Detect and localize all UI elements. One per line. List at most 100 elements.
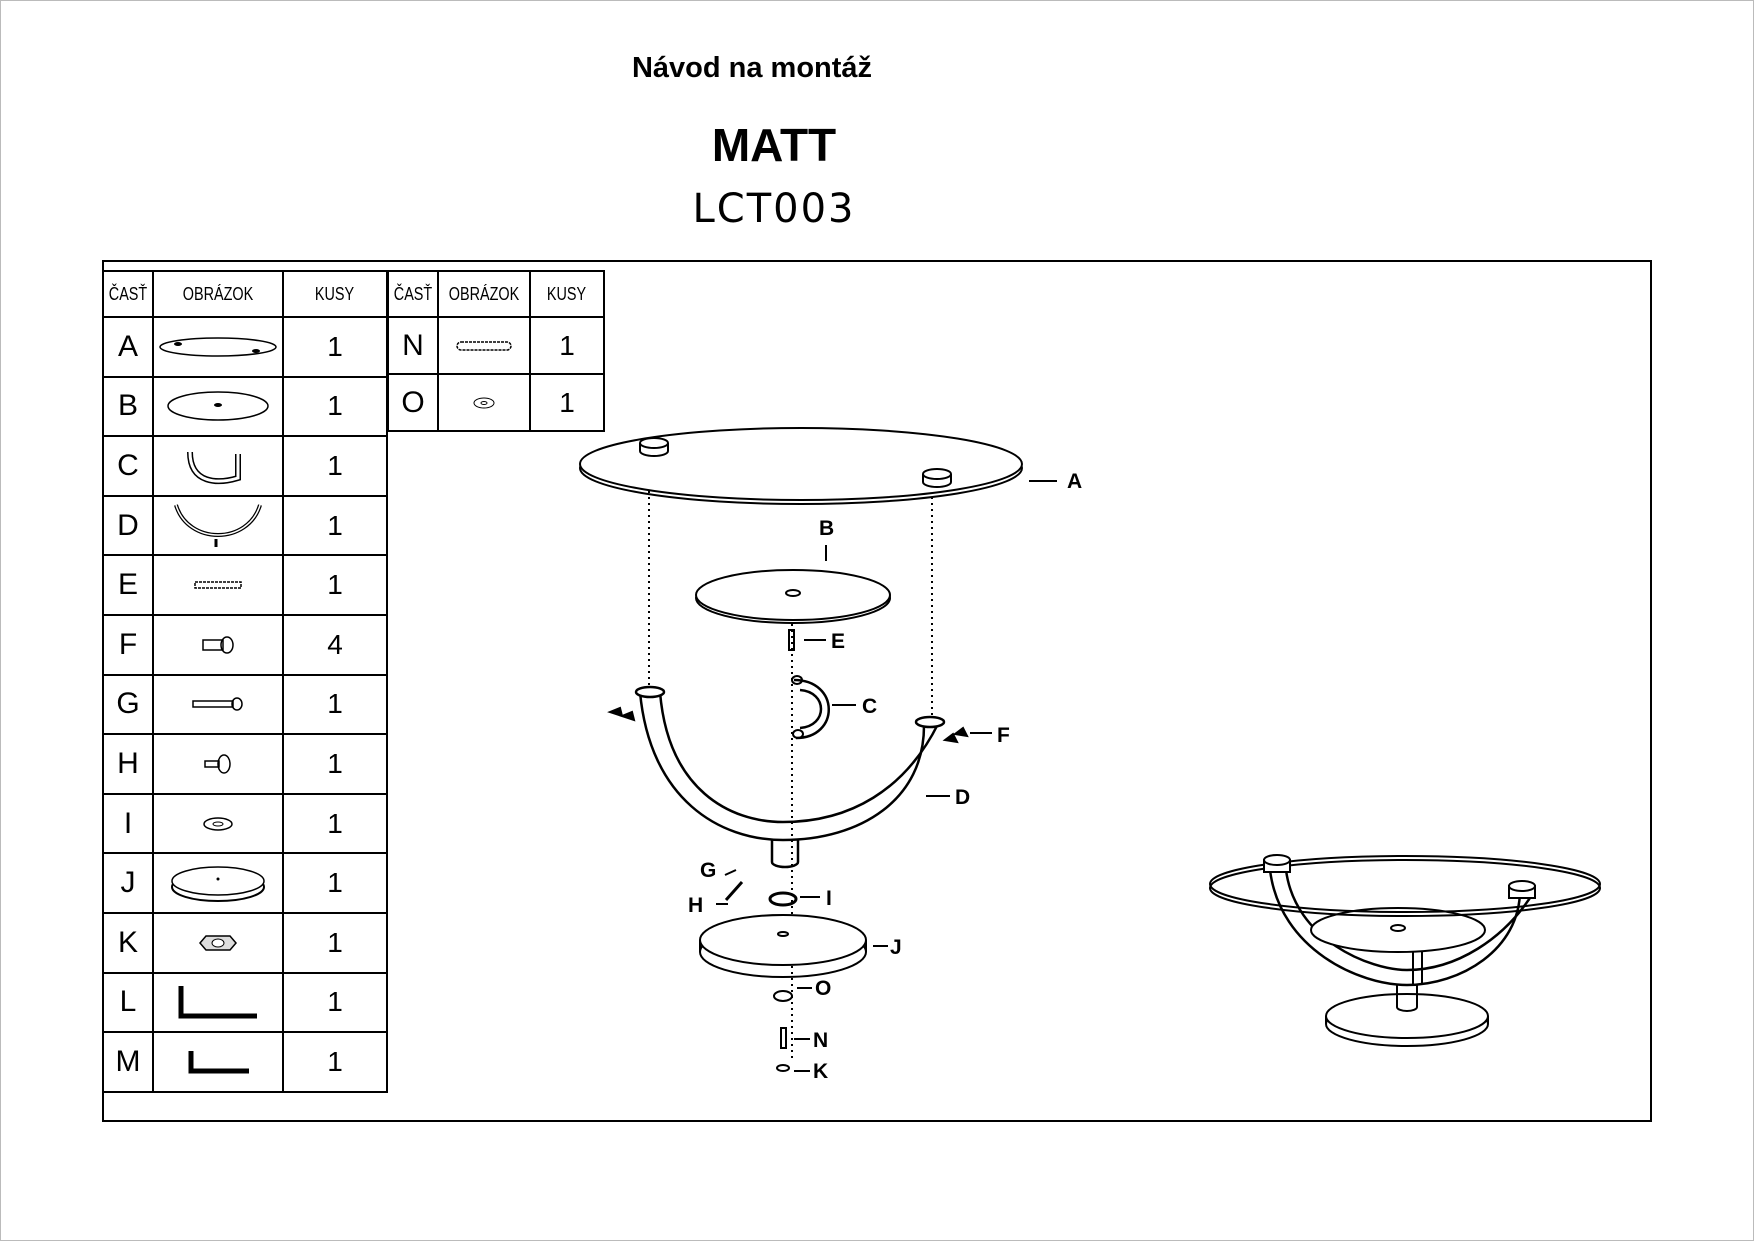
table-row: E 1 (101, 554, 388, 616)
table-row: F 4 (101, 613, 388, 676)
part-quantity: 1 (282, 971, 388, 1034)
allen-key-large-icon (152, 971, 285, 1034)
part-quantity: 1 (282, 673, 388, 736)
table-row: M 1 (101, 1031, 388, 1093)
part-quantity: 1 (529, 316, 605, 375)
table-row: J 1 (101, 852, 388, 914)
label-e: E (831, 630, 845, 653)
table-row: K 1 (101, 911, 388, 974)
header-part: ČASŤ (101, 270, 155, 318)
header-image: OBRÁZOK (152, 270, 285, 318)
threaded-rod-icon (437, 316, 532, 375)
short-bolt-icon (152, 733, 285, 795)
glass-shelf-icon (152, 375, 285, 438)
part-letter: G (101, 673, 155, 736)
label-f: F (997, 724, 1010, 747)
part-letter: B (101, 375, 155, 438)
part-letter: L (101, 971, 155, 1034)
base-disc-icon (152, 852, 285, 914)
table-row: I 1 (101, 792, 388, 855)
part-quantity: 1 (282, 435, 388, 497)
screw-icon (152, 613, 285, 676)
u-frame-d (634, 685, 946, 869)
part-quantity: 1 (282, 316, 388, 378)
table-row: A 1 (101, 316, 388, 378)
label-b: B (819, 517, 834, 540)
label-c: C (862, 695, 877, 718)
part-letter: N (386, 316, 440, 375)
part-quantity: 1 (282, 733, 388, 795)
part-letter: F (101, 613, 155, 676)
part-quantity: 1 (282, 852, 388, 914)
part-quantity: 1 (282, 554, 388, 616)
bolt-g (724, 881, 744, 901)
table-header-row: ČASŤ OBRÁZOK KUSY (101, 270, 388, 318)
part-letter: D (101, 494, 155, 557)
base-disc-j (699, 914, 867, 978)
table-row: D 1 (101, 494, 388, 557)
threaded-pin-icon (152, 554, 285, 616)
part-quantity: 1 (529, 373, 605, 432)
bracket-c (793, 678, 830, 740)
washer-icon (152, 792, 285, 855)
label-g: G (700, 859, 716, 882)
part-letter: H (101, 733, 155, 795)
header-image: OBRÁZOK (437, 270, 532, 318)
header-qty: KUSY (282, 270, 388, 318)
table-row: G 1 (101, 673, 388, 736)
part-letter: C (101, 435, 155, 497)
pin-e (788, 629, 795, 651)
table-row: L 1 (101, 971, 388, 1034)
part-labels: A B C D E F G H I J O N K (688, 470, 1082, 1083)
label-d: D (955, 786, 970, 809)
screws-f (607, 706, 969, 744)
washer-o (773, 990, 793, 1002)
part-letter: J (101, 852, 155, 914)
label-i: I (826, 887, 832, 910)
header-qty: KUSY (529, 270, 605, 318)
header-part: ČASŤ (386, 270, 440, 318)
label-h: H (688, 894, 703, 917)
part-quantity: 1 (282, 494, 388, 557)
small-washer-icon (437, 373, 532, 432)
shelf-b (695, 569, 891, 624)
part-letter: A (101, 316, 155, 378)
table-header-row: ČASŤ OBRÁZOK KUSY (386, 270, 605, 318)
label-o: O (815, 977, 831, 1000)
part-quantity: 4 (282, 613, 388, 676)
table-row: C 1 (101, 435, 388, 497)
c-bracket-icon (152, 435, 285, 497)
part-letter: O (386, 373, 440, 432)
part-letter: M (101, 1031, 155, 1093)
product-code: LCT003 (692, 186, 856, 232)
table-row: O 1 (386, 373, 605, 432)
washer-i (768, 891, 798, 907)
long-bolt-icon (152, 673, 285, 736)
tabletop-a (579, 427, 1023, 505)
part-letter: I (101, 792, 155, 855)
rod-n (780, 1027, 787, 1049)
label-k: K (813, 1060, 828, 1083)
table-row: N 1 (386, 316, 605, 375)
table-row: B 1 (101, 375, 388, 438)
allen-key-small-icon (152, 1031, 285, 1093)
nut-k (776, 1064, 790, 1072)
glass-tabletop-icon (152, 316, 285, 378)
product-name: MATT (711, 119, 837, 171)
table-row: H 1 (101, 733, 388, 795)
part-letter: K (101, 911, 155, 974)
u-frame-icon (152, 494, 285, 557)
nut-icon (152, 911, 285, 974)
document-heading: Návod na montáž (631, 52, 873, 84)
assembled-table (1209, 854, 1601, 1047)
label-n: N (813, 1029, 828, 1052)
part-quantity: 1 (282, 1031, 388, 1093)
guide-lines (648, 455, 933, 1062)
label-j: J (890, 936, 902, 959)
part-quantity: 1 (282, 792, 388, 855)
part-quantity: 1 (282, 911, 388, 974)
label-a: A (1067, 470, 1082, 493)
